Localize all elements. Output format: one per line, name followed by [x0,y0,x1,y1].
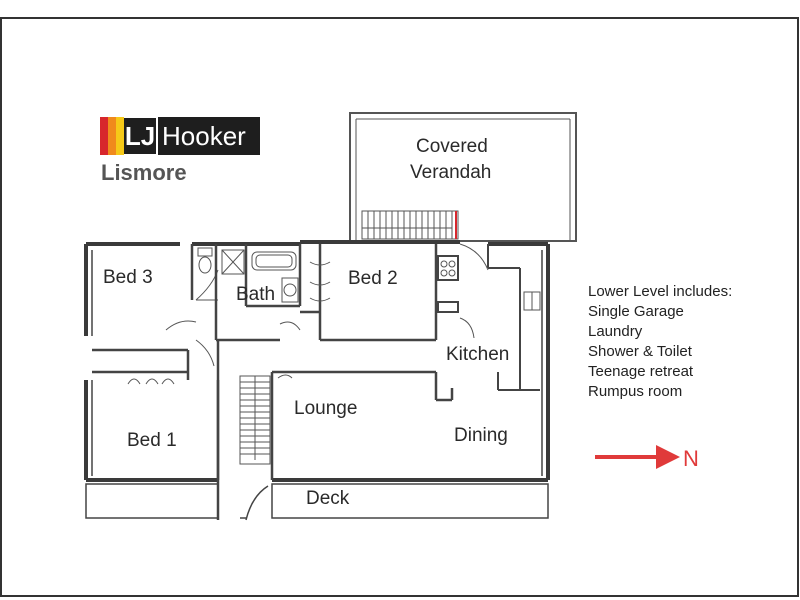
label-kitchen: Kitchen [446,344,510,365]
notes-item: Rumpus room [588,383,683,400]
logo-bar-orange [108,117,116,155]
label-deck: Deck [306,488,350,509]
notes-heading: Lower Level includes: [588,283,733,300]
lower-level-notes: Lower Level includes: Single Garage Laun… [588,282,732,402]
logo-bar-yellow [116,117,124,155]
notes-item: Teenage retreat [588,363,694,380]
notes-item: Shower & Toilet [588,343,692,360]
label-covered-verandah-2: Verandah [410,162,492,183]
label-lounge: Lounge [294,398,358,419]
label-covered-verandah-1: Covered [416,136,488,157]
label-bed2: Bed 2 [348,268,398,289]
label-bed1: Bed 1 [127,430,177,451]
logo-hooker: Hooker [158,117,260,155]
north-label: N [683,446,699,471]
north-arrow-icon [595,445,680,469]
logo-lj: LJ [124,118,156,154]
brand-logo: LJ Hooker [100,117,260,155]
label-bath: Bath [236,284,276,305]
notes-item: Laundry [588,323,643,340]
brand-location: Lismore [101,160,187,185]
logo-bar-red [100,117,108,155]
label-dining: Dining [454,425,508,446]
outer-border [0,17,799,597]
floor-plan-lines [84,112,577,521]
notes-item: Single Garage [588,303,684,320]
label-bed3: Bed 3 [103,267,153,288]
